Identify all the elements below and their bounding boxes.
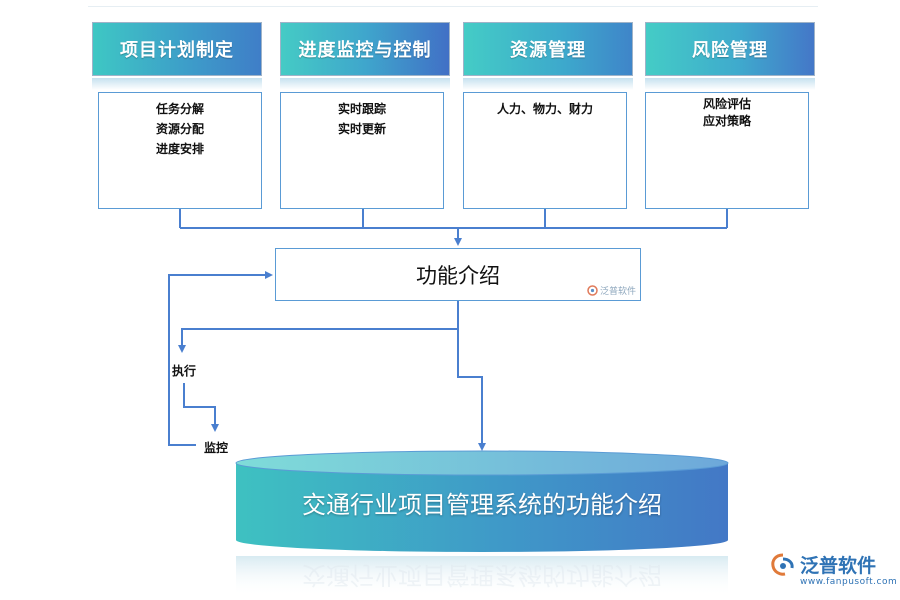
module-header-risk: 风险管理 xyxy=(645,22,815,76)
module-item: 风险评估 xyxy=(702,97,751,111)
execute-label: 执行 xyxy=(172,364,197,378)
center-box: 功能介绍 泛普软件 xyxy=(275,248,641,301)
module-title: 进度监控与控制 xyxy=(298,40,432,61)
header-reflection xyxy=(92,78,262,90)
brand-name: 泛普软件 xyxy=(800,555,877,577)
header-reflection xyxy=(280,78,450,90)
brand-url: www.fanpusoft.com xyxy=(800,577,898,587)
module-header-resource: 资源管理 xyxy=(463,22,633,76)
cylinder-reflection xyxy=(236,556,728,596)
module-header-progress: 进度监控与控制 xyxy=(280,22,450,76)
top-divider xyxy=(88,6,818,7)
module-title: 项目计划制定 xyxy=(120,40,234,61)
module-item: 人力、物力、财力 xyxy=(496,102,593,116)
module-item: 实时更新 xyxy=(337,122,386,136)
module-panel-plan: 任务分解 资源分配 进度安排 xyxy=(98,92,262,209)
center-title: 功能介绍 xyxy=(416,263,500,288)
monitor-branch-line xyxy=(183,383,219,432)
module-title: 资源管理 xyxy=(510,40,586,61)
database-title-reflection: 交通行业项目管理系统的功能介绍 xyxy=(302,561,662,589)
header-reflection xyxy=(463,78,633,90)
watermark-logo-icon xyxy=(587,285,598,296)
module-title: 风险管理 xyxy=(692,40,768,61)
module-item: 实时跟踪 xyxy=(337,102,386,116)
cylinder-top xyxy=(235,450,729,476)
module-item: 资源分配 xyxy=(155,122,204,136)
module-item: 进度安排 xyxy=(155,142,204,156)
module-panel-risk: 风险评估 应对策略 xyxy=(645,92,809,209)
cylinder-body xyxy=(236,463,728,552)
module-header-plan: 项目计划制定 xyxy=(92,22,262,76)
watermark-text: 泛普软件 xyxy=(599,287,636,297)
feedback-loop-line xyxy=(168,271,273,446)
database-title: 交通行业项目管理系统的功能介绍 xyxy=(302,491,662,519)
brand-logo-icon xyxy=(771,553,794,576)
header-reflection xyxy=(645,78,815,90)
module-item: 应对策略 xyxy=(702,114,751,128)
module-panel-progress: 实时跟踪 实时更新 xyxy=(280,92,444,209)
monitor-label: 监控 xyxy=(204,441,229,455)
arrow-to-database xyxy=(457,301,486,451)
center-watermark: 泛普软件 xyxy=(587,284,636,297)
brand-logo: 泛普软件 xyxy=(770,551,876,578)
module-panel-resource: 人力、物力、财力 xyxy=(463,92,627,209)
module-item: 任务分解 xyxy=(155,102,204,116)
